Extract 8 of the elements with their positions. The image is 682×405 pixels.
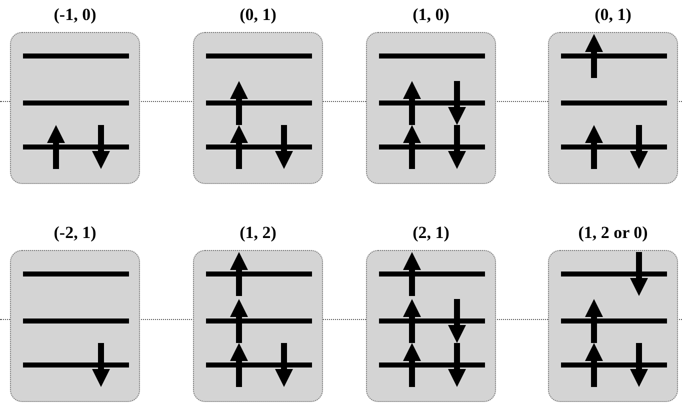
panel-title: (1, 2) <box>240 222 276 244</box>
panel-title: (0, 1) <box>240 4 276 26</box>
panel-title: (1, 0) <box>412 4 450 26</box>
panel-title: (2, 1) <box>412 222 450 244</box>
panel-title: (-2, 1) <box>54 222 96 244</box>
panel-title: (-1, 0) <box>54 4 96 26</box>
panel-title: (0, 1) <box>594 4 632 26</box>
panel-title: (1, 2 or 0) <box>578 222 648 244</box>
